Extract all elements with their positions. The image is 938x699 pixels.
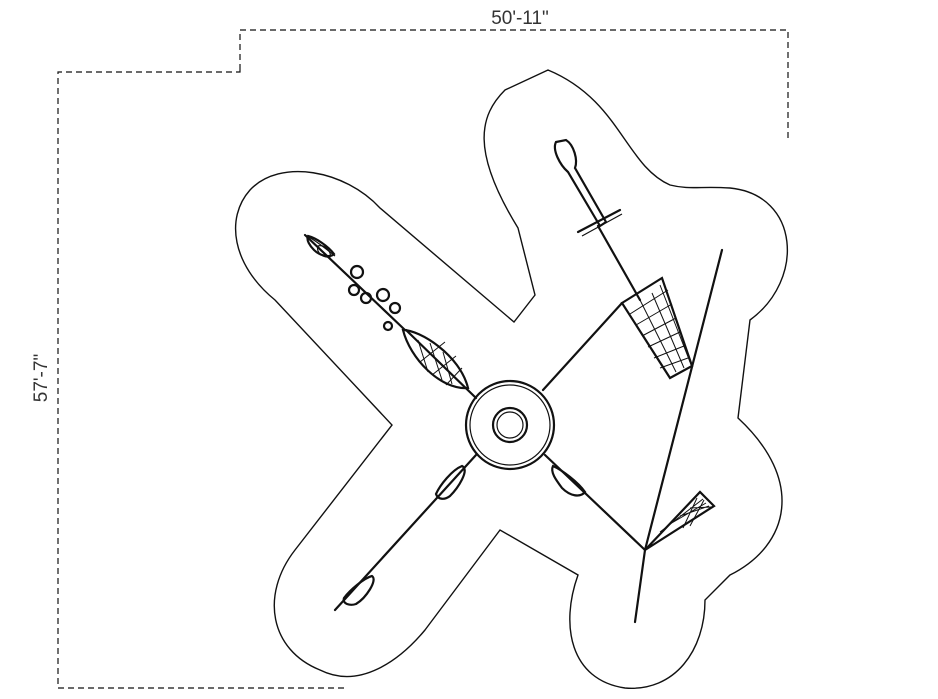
- southeast-rope-climber: [551, 464, 587, 497]
- southwest-rope-climbers: [342, 464, 466, 606]
- southeast-net: [644, 490, 716, 551]
- northwest-rope-climber: [306, 234, 336, 258]
- northwest-rope-rings: [303, 233, 407, 332]
- northeast-climber-pole: [553, 138, 623, 237]
- northwest-leaf-net: [401, 328, 470, 390]
- width-dimension: 50'-11": [239, 8, 789, 138]
- central-hub: [464, 379, 556, 471]
- use-zone-boundary: [235, 69, 788, 689]
- northeast-cargo-net: [620, 276, 694, 380]
- height-dimension: 57'-7": [31, 70, 345, 689]
- width-dimension-label: 50'-11": [491, 8, 549, 29]
- height-dimension-label: 57'-7": [31, 354, 52, 402]
